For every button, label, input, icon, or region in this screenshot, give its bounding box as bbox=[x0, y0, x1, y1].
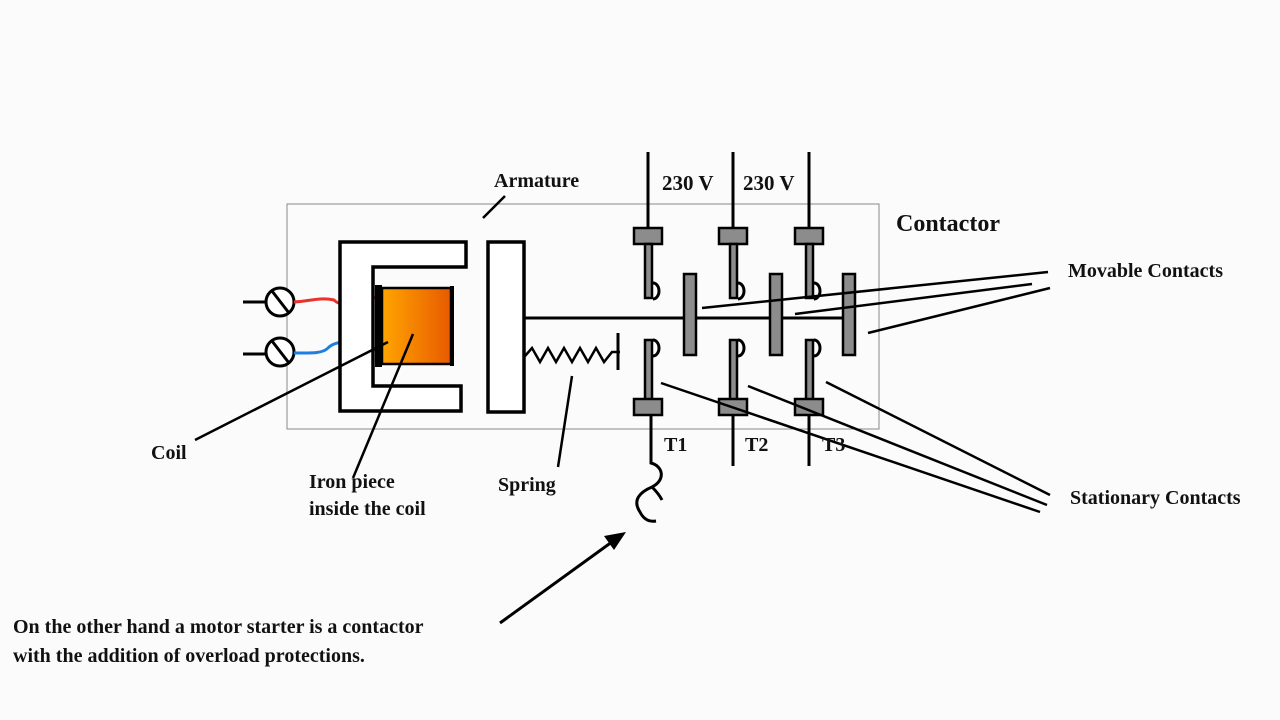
terminal-t2-label: T2 bbox=[745, 434, 769, 456]
terminal-t3-label: T3 bbox=[822, 434, 846, 456]
movable-contacts-label: Movable Contacts bbox=[1068, 260, 1223, 282]
terminal-screw-top bbox=[243, 286, 296, 318]
overload-coil-icon bbox=[635, 440, 663, 523]
stationary-terminal-top-1 bbox=[632, 226, 664, 246]
diagram-title: Contactor bbox=[896, 211, 1000, 237]
movable-contact-2 bbox=[768, 272, 784, 357]
iron-piece-label-line1: Iron piece bbox=[309, 471, 395, 493]
contact-tip-bottom-3 bbox=[813, 338, 822, 358]
supply-voltage-label-1: 230 V bbox=[662, 171, 714, 195]
stationary-contact-top-2 bbox=[728, 242, 739, 300]
stationary-contact-top-3 bbox=[804, 242, 815, 300]
movable-leader-2 bbox=[794, 282, 1033, 316]
caption-line2: with the addition of overload protection… bbox=[13, 645, 365, 667]
stationary-terminal-bottom-1 bbox=[632, 397, 664, 417]
movable-contact-1 bbox=[682, 272, 698, 357]
stationary-contact-bottom-3 bbox=[804, 338, 815, 402]
movable-contact-3 bbox=[841, 272, 857, 357]
stationary-terminal-top-2 bbox=[717, 226, 749, 246]
coil-leader bbox=[194, 340, 389, 442]
caption-arrow bbox=[499, 532, 626, 625]
contact-tip-bottom-2 bbox=[737, 338, 746, 358]
coil-flange-right bbox=[450, 286, 454, 366]
contact-tip-top-1 bbox=[652, 281, 661, 301]
iron-piece-leader bbox=[351, 333, 415, 479]
contactor-enclosure bbox=[286, 203, 880, 430]
stationary-contact-bottom-1 bbox=[643, 338, 654, 402]
iron-piece-label-line2: inside the coil bbox=[309, 498, 426, 520]
movable-leader-3 bbox=[867, 286, 1051, 335]
armature-label: Armature bbox=[494, 170, 580, 192]
stationary-leader-2 bbox=[747, 384, 1048, 507]
contact-tip-top-2 bbox=[737, 281, 746, 301]
stationary-contact-top-1 bbox=[643, 242, 654, 300]
spring-icon bbox=[524, 345, 620, 365]
coil-flange-left bbox=[375, 285, 382, 367]
contact-poles bbox=[632, 152, 857, 466]
terminal-t1-label: T1 bbox=[664, 434, 688, 456]
supply-voltage-label-2: 230 V bbox=[743, 171, 795, 195]
stationary-leader-1 bbox=[825, 380, 1051, 497]
contact-tip-top-3 bbox=[813, 281, 822, 301]
movable-leader-1 bbox=[701, 270, 1049, 310]
leader-lines bbox=[194, 270, 1051, 514]
stationary-leader-3 bbox=[660, 381, 1041, 514]
armature-plate bbox=[486, 240, 526, 414]
stationary-contacts-label: Stationary Contacts bbox=[1070, 487, 1241, 509]
contact-tip-bottom-1 bbox=[652, 338, 661, 358]
stationary-contact-bottom-2 bbox=[728, 338, 739, 402]
stationary-terminal-top-3 bbox=[793, 226, 825, 246]
spring-label: Spring bbox=[498, 474, 556, 496]
terminal-screw-bottom bbox=[243, 336, 296, 368]
coil-label: Coil bbox=[151, 442, 187, 464]
caption-line1: On the other hand a motor starter is a c… bbox=[13, 616, 424, 638]
coil-body bbox=[380, 286, 453, 366]
spring-leader bbox=[556, 375, 574, 468]
armature-leader bbox=[482, 195, 506, 219]
